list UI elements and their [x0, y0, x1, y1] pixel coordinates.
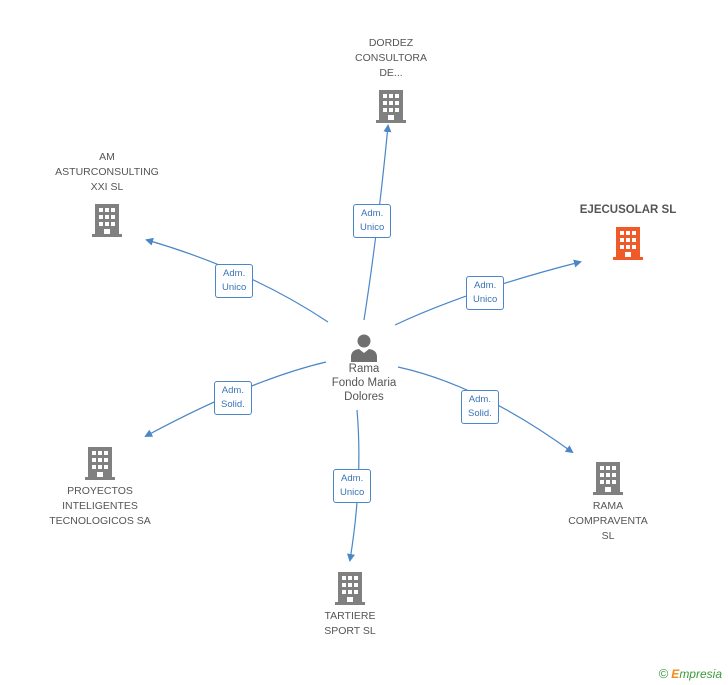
- edge-label-ejecusolar[interactable]: Adm. Unico: [466, 276, 505, 310]
- node-dordez-label: DORDEZ CONSULTORA DE...: [355, 37, 427, 79]
- building-icon: [85, 447, 115, 480]
- building-icon: [335, 572, 365, 605]
- building-icon: [376, 90, 406, 123]
- building-icon: [613, 227, 643, 260]
- building-icon: [92, 204, 122, 237]
- brand-logo-letter: E: [671, 667, 680, 681]
- node-tartiere[interactable]: TARTIERE SPORT SL: [290, 569, 410, 639]
- edge-label-dordez[interactable]: Adm. Unico: [353, 204, 392, 238]
- person-icon: [351, 334, 377, 362]
- node-tartiere-label: TARTIERE SPORT SL: [324, 610, 376, 637]
- node-rama-compraventa-label: RAMA COMPRAVENTA SL: [568, 500, 648, 542]
- node-ejecusolar[interactable]: EJECUSOLAR SL: [566, 203, 690, 260]
- node-proyectos[interactable]: PROYECTOS INTELIGENTES TECNOLOGICOS SA: [36, 444, 164, 529]
- node-rama-compraventa[interactable]: RAMA COMPRAVENTA SL: [548, 459, 668, 544]
- edge-label-tartiere[interactable]: Adm. Unico: [333, 469, 372, 503]
- edge-label-rama-compraventa[interactable]: Adm. Solid.: [461, 390, 499, 424]
- center-person-label: Rama Fondo Maria Dolores: [331, 363, 397, 403]
- edge-label-proyectos[interactable]: Adm. Solid.: [214, 381, 252, 415]
- brand-name: mpresia: [679, 667, 722, 681]
- node-am-asturconsulting[interactable]: AM ASTURCONSULTING XXI SL: [45, 150, 169, 237]
- building-icon: [593, 462, 623, 495]
- node-dordez[interactable]: DORDEZ CONSULTORA DE...: [330, 36, 452, 123]
- node-ejecusolar-label: EJECUSOLAR SL: [579, 204, 677, 216]
- edge-label-am-asturconsulting[interactable]: Adm. Unico: [215, 264, 254, 298]
- node-proyectos-label: PROYECTOS INTELIGENTES TECNOLOGICOS SA: [49, 485, 151, 527]
- footer-branding: ©Empresia: [659, 666, 722, 681]
- node-am-asturconsulting-label: AM ASTURCONSULTING XXI SL: [55, 151, 159, 193]
- center-person-node[interactable]: Rama Fondo Maria Dolores: [314, 332, 414, 404]
- copyright-symbol: ©: [658, 666, 669, 681]
